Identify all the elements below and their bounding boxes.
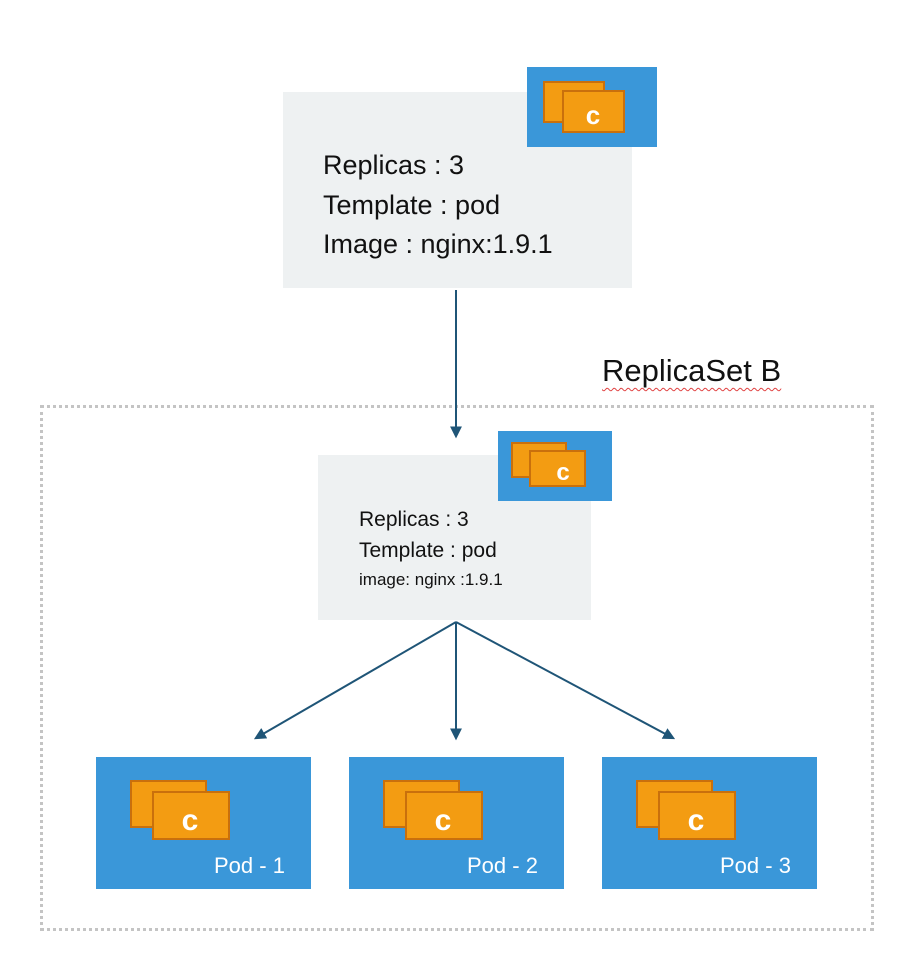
pod-1-label: Pod - 1 xyxy=(214,853,285,878)
replicaset-label: ReplicaSet B xyxy=(602,353,782,388)
replicaset-container-letter: c xyxy=(556,459,569,486)
deployment-container-letter: c xyxy=(586,100,600,130)
pod-2-container-letter: c xyxy=(435,804,452,837)
replicaset-replicas: Replicas : 3 xyxy=(359,508,469,531)
container-icon: c xyxy=(511,442,586,487)
container-icon: c xyxy=(383,780,483,840)
arrow-replicaset-to-pod-3 xyxy=(455,621,676,740)
deployment-replicas: Replicas : 3 xyxy=(323,150,465,180)
pod-3-label: Pod - 3 xyxy=(720,853,791,878)
replicaset-image: image: nginx :1.9.1 xyxy=(359,570,503,589)
pod-3-container-letter: c xyxy=(688,804,705,837)
pod-1-container-letter: c xyxy=(182,804,199,837)
replicaset-template: Template : pod xyxy=(359,539,497,562)
pod-2-label: Pod - 2 xyxy=(467,853,538,878)
container-icon: c xyxy=(543,81,625,133)
deployment-template: Template : pod xyxy=(323,190,501,220)
arrow-replicaset-to-pod-1 xyxy=(253,621,457,740)
container-icon: c xyxy=(130,780,230,840)
container-icon: c xyxy=(636,780,736,840)
deployment-image: Image : nginx:1.9.1 xyxy=(323,229,553,259)
